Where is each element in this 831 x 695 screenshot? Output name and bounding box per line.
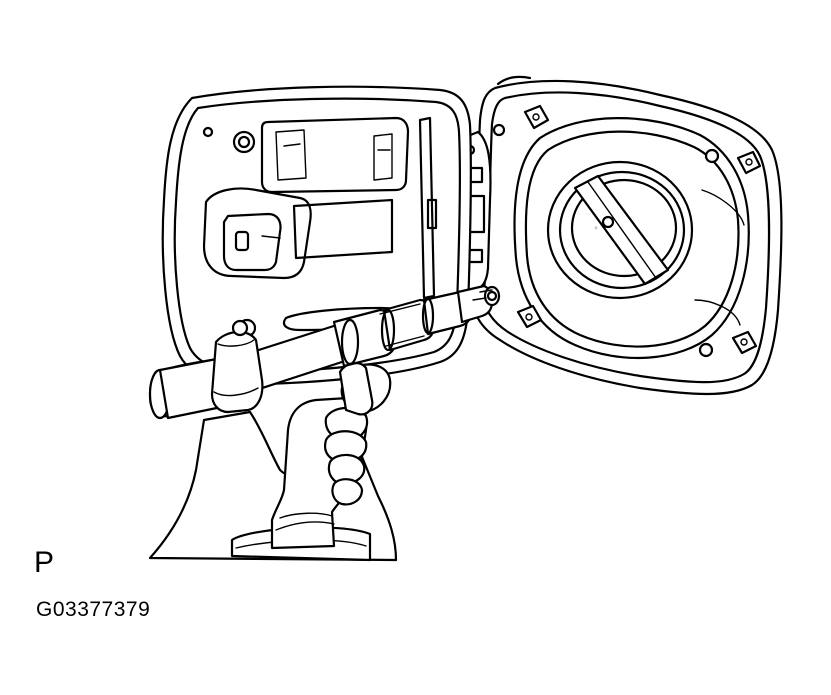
fuel-filler-housing bbox=[470, 79, 783, 396]
rivet-gun-tool bbox=[148, 284, 501, 562]
housing-mount-holes bbox=[516, 104, 762, 358]
view-label: P bbox=[34, 546, 55, 579]
housing-top-edge bbox=[496, 75, 532, 86]
fuel-cap bbox=[546, 160, 694, 300]
figure-code: G03377379 bbox=[36, 598, 151, 621]
